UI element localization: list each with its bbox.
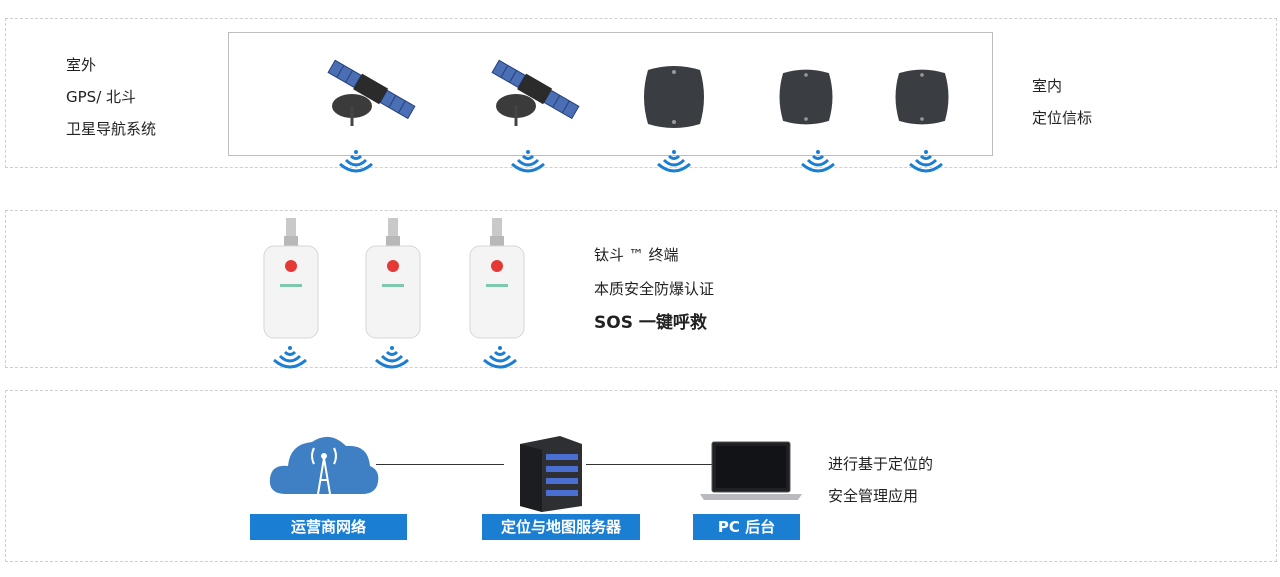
wireless-signal-icon bbox=[511, 150, 545, 173]
indoor-label-line: 定位信标 bbox=[1032, 109, 1093, 127]
carrier-network-tag: 运营商网络 bbox=[250, 514, 407, 540]
indoor-label: 室内 定位信标 bbox=[1032, 70, 1092, 134]
terminal-device-icon bbox=[365, 218, 421, 339]
terminal-label-line: 钛斗 ™ 终端 bbox=[594, 246, 679, 264]
terminal-device-icon bbox=[469, 218, 525, 339]
wireless-signal-icon bbox=[339, 150, 373, 173]
beacon-icon bbox=[895, 69, 949, 125]
wireless-signal-icon bbox=[801, 150, 835, 173]
wireless-signal-icon bbox=[657, 150, 691, 173]
wireless-signal-icon bbox=[375, 346, 409, 369]
outdoor-indoor-panel bbox=[5, 18, 1277, 168]
outdoor-label: 室外 GPS/ 北斗 卫星导航系统 bbox=[66, 49, 156, 145]
indoor-label-line: 室内 bbox=[1032, 77, 1063, 95]
beacon-icon bbox=[779, 69, 833, 125]
network-panel bbox=[5, 390, 1277, 562]
application-label: 进行基于定位的 安全管理应用 bbox=[828, 448, 933, 512]
terminal-panel bbox=[5, 210, 1277, 368]
satellite-icon bbox=[327, 59, 416, 126]
application-label-line: 进行基于定位的 bbox=[828, 455, 934, 473]
outdoor-label-line: 室外 bbox=[66, 56, 97, 74]
application-label-line: 安全管理应用 bbox=[828, 487, 919, 505]
cloud-tower-icon bbox=[269, 436, 379, 495]
terminal-label: 钛斗 ™ 终端 本质安全防爆认证 SOS 一键呼救 bbox=[594, 238, 714, 340]
terminal-label-line: 本质安全防爆认证 bbox=[594, 280, 715, 298]
outdoor-label-line: 卫星导航系统 bbox=[66, 120, 157, 138]
sos-label: SOS 一键呼救 bbox=[594, 313, 707, 333]
wireless-signal-icon bbox=[483, 346, 517, 369]
wireless-signal-icon bbox=[273, 346, 307, 369]
satellite-icon bbox=[491, 59, 580, 126]
positioning-source-frame bbox=[228, 32, 993, 156]
pc-backend-tag: PC 后台 bbox=[693, 514, 800, 540]
laptop-icon bbox=[700, 441, 802, 500]
outdoor-label-line: GPS/ 北斗 bbox=[66, 88, 137, 106]
server-icon bbox=[520, 436, 582, 512]
terminal-device-icon bbox=[263, 218, 319, 339]
beacon-icon bbox=[644, 66, 704, 128]
wireless-signal-icon bbox=[909, 150, 943, 173]
connection-line bbox=[376, 464, 504, 465]
server-tag: 定位与地图服务器 bbox=[482, 514, 640, 540]
connection-line bbox=[586, 464, 714, 465]
